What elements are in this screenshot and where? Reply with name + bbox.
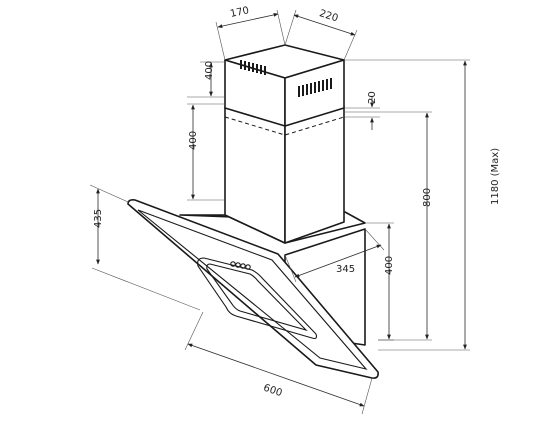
chimney-lower-right-face [284,106,345,244]
dim-top-width: 170 [215,5,286,61]
label-depth: 345 [336,264,355,275]
dim-chimney-lower: 400 [187,103,225,201]
dim-body-height: 400 [365,222,395,341]
label-total-height: 1180 (Max) [490,148,501,205]
label-chimney-lower: 400 [188,131,199,150]
label-overlap: 20 [367,91,378,104]
label-body-height: 400 [384,256,395,275]
label-glass-height: 435 [93,209,104,228]
glass-panel [127,199,379,379]
control-button-1[interactable] [230,261,236,267]
vent-top-left [240,60,266,75]
control-button-4[interactable] [245,264,251,270]
glass-inner-border [137,209,368,370]
label-chimney-upper: 400 [204,61,215,80]
control-button-3[interactable] [240,263,246,269]
chimney-lower-left-face [224,106,286,244]
vent-front-right [298,78,332,97]
dim-depth: 345 [284,228,385,283]
control-button-2[interactable] [235,262,241,268]
chimney-lower [224,106,345,244]
dim-overlap: 20 [344,91,380,130]
label-top-width: 170 [229,5,250,20]
dim-total-height: 1180 (Max) [344,59,501,351]
filter-window-outer [197,257,318,340]
control-panel [230,261,251,270]
filter-window-inner [206,263,308,332]
dim-glass-height: 435 [89,184,201,311]
label-top-depth: 220 [318,8,340,24]
label-width: 600 [262,383,284,400]
chimney-upper [224,44,345,127]
label-chimney-total: 800 [422,188,433,207]
dim-chimney-upper: 400 [187,61,225,98]
